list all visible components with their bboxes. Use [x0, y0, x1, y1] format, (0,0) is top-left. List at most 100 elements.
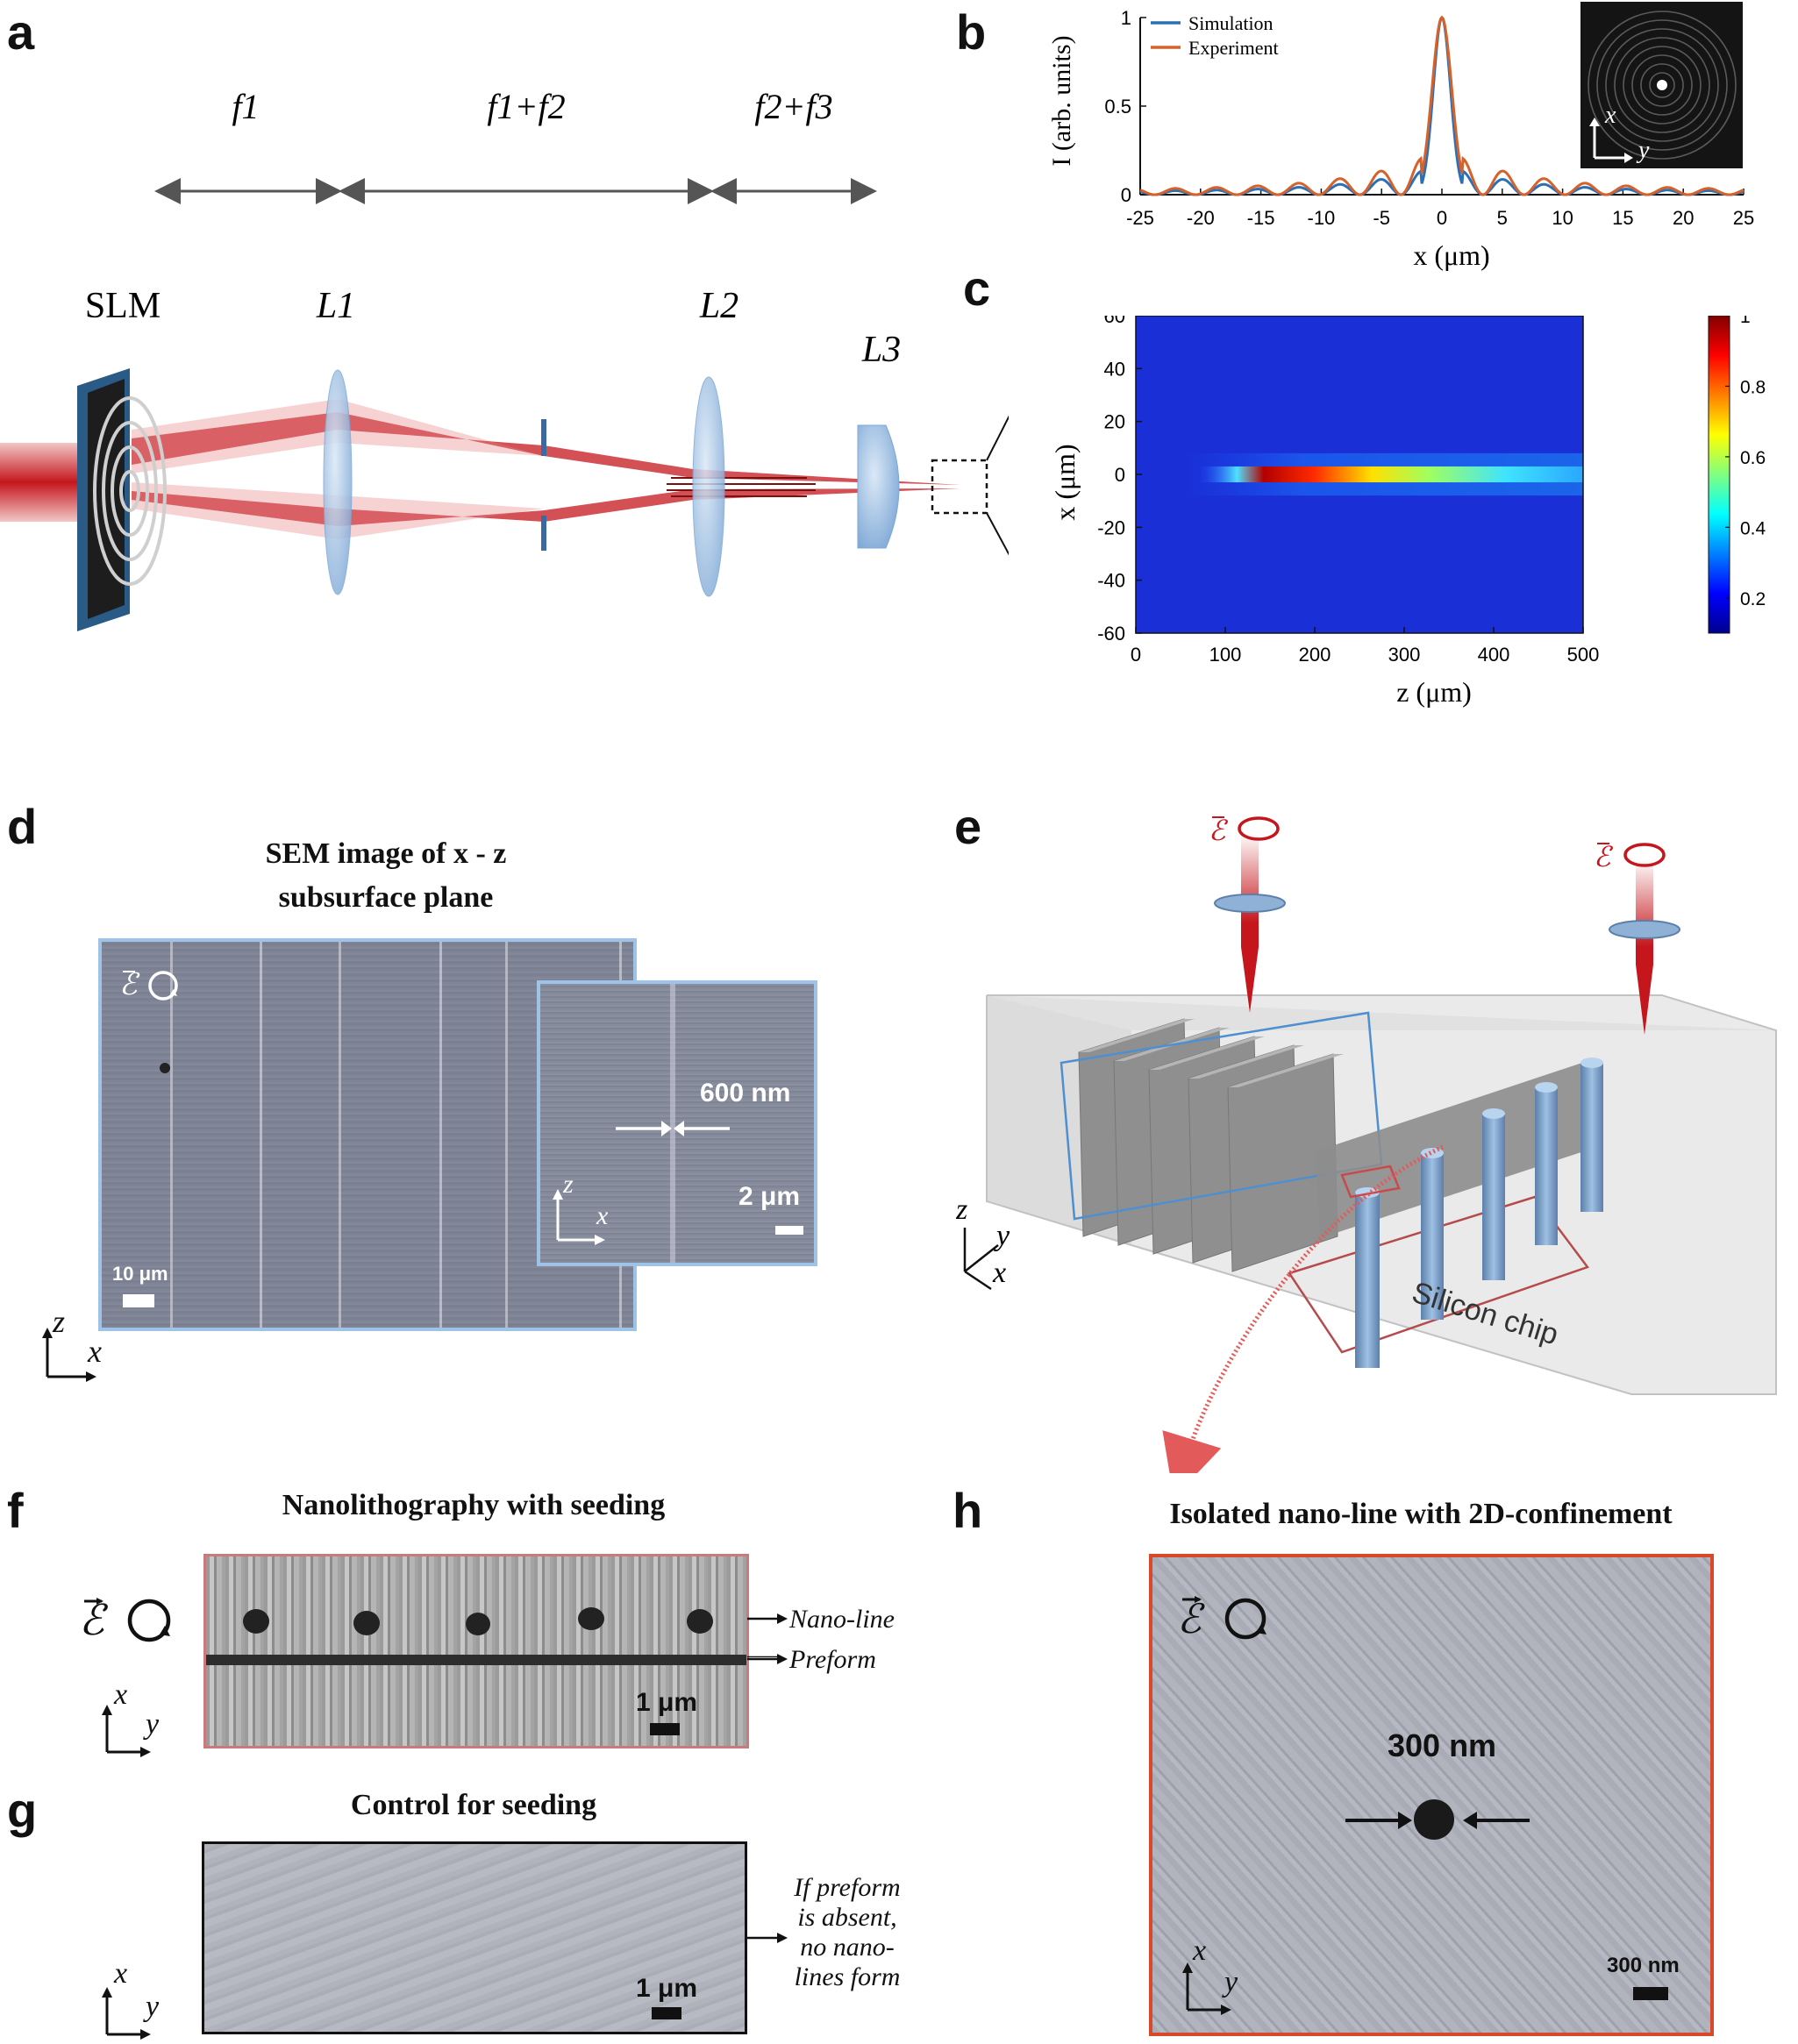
width-arrows: [616, 1121, 730, 1136]
svg-text:ℰ: ℰ: [1594, 841, 1614, 872]
svg-text:ℰ: ℰ: [1209, 815, 1229, 846]
sem-inset-xz: 600 nm z x 2 μm: [537, 980, 817, 1266]
panel-a-setup: f1 f1+f2 f2+f3 SLM L1 L2 L3: [0, 87, 1009, 631]
panel-g-axes: [102, 1987, 151, 2040]
panel-g-note-3: no nano-: [800, 1933, 895, 1962]
scale-text-1um-f: 1 μm: [636, 1688, 698, 1717]
nano-line-2: [339, 942, 341, 1328]
plot-b-xtick-label: 15: [1612, 207, 1633, 229]
plot-c-xtick-label: 200: [1299, 644, 1331, 666]
inset-nano-line: [670, 984, 675, 1263]
plot-b-series-experiment: [1139, 15, 1744, 196]
scale-text-10um: 10 μm: [112, 1263, 168, 1285]
panel-label-g: g: [7, 1783, 38, 1838]
polarization-icon: ℰ: [119, 969, 178, 1001]
plot-c-ytick-label: 20: [1104, 411, 1125, 433]
panel-label-d: d: [7, 799, 38, 854]
legend-simulation: Simulation: [1188, 12, 1274, 34]
panel-h-axes: [1182, 1962, 1231, 2015]
panel-d-axis-x: x: [88, 1334, 102, 1369]
panel-g-axis-y: y: [146, 1991, 160, 2023]
svg-text:ℰ: ℰ: [79, 1598, 109, 1644]
panel-d-axes: [42, 1328, 96, 1382]
inset-axis-y: y: [1636, 137, 1650, 164]
inset-axis-x: x: [596, 1201, 609, 1230]
inset-axis-z: z: [563, 1170, 574, 1199]
colorbar-tick-label: 0.6: [1740, 448, 1766, 468]
sem-image-seeding: 1 μm: [203, 1554, 749, 1748]
panel-e-axis-y: y: [994, 1220, 1010, 1252]
label-l2: L2: [699, 286, 738, 326]
plot-b-xtick-label: -5: [1373, 207, 1390, 229]
panel-g-note-2: is absent,: [797, 1903, 897, 1932]
scale-bar-300nm: [1633, 1987, 1668, 2000]
nano-walls: [1060, 1011, 1383, 1272]
panel-d-title-line1: SEM image of x - z: [265, 837, 507, 870]
plot-c-ytick-label: -20: [1097, 516, 1125, 538]
chip-edges: [986, 994, 1777, 1395]
distance-label-f2f3: f2+f3: [754, 87, 832, 126]
plot-b-ytick-label: 1: [1121, 7, 1131, 29]
colorbar-tick-label: 0.4: [1740, 518, 1766, 538]
colorbar-tick-label: 1: [1740, 316, 1751, 327]
panel-label-b: b: [956, 4, 987, 60]
panel-d-title-line2: subsurface plane: [278, 881, 494, 914]
colorbar: [1708, 316, 1730, 634]
panel-f-arrow2: [747, 1654, 788, 1664]
sem-image-control: 1 μm: [202, 1841, 747, 2034]
plot-c-xlabel: z (μm): [1396, 676, 1472, 708]
panel-g-note-1: If preform: [794, 1873, 901, 1902]
label-nano-line: Nano-line: [789, 1605, 895, 1634]
plot-c-ytick-label: 60: [1104, 316, 1125, 327]
polarization-icon-right: ℰ: [1594, 841, 1666, 872]
zoom-line-top: [986, 415, 1009, 461]
panel-f-axis-x: x: [114, 1678, 128, 1711]
label-preform: Preform: [789, 1645, 876, 1674]
plot-c-ytick-label: 0: [1115, 464, 1125, 486]
scale-bar-2um: [775, 1226, 803, 1235]
scale-text-2um: 2 μm: [738, 1182, 801, 1211]
plot-b-xtick-label: -15: [1247, 207, 1275, 229]
plot-c-ytick-label: -60: [1097, 623, 1125, 645]
plot-c-xtick-label: 0: [1131, 644, 1141, 666]
plot-c-ytick-label: 40: [1104, 358, 1125, 380]
label-l3: L3: [861, 330, 901, 370]
scale-bar-1um-f: [650, 1723, 680, 1735]
panel-g-title: Control for seeding: [350, 1789, 597, 1821]
svg-text:ℰ: ℰ: [1177, 1597, 1205, 1642]
panel-e-axes-icon: [963, 1228, 999, 1291]
panel-label-e: e: [954, 799, 982, 854]
plot-b-ytick-label: 0.5: [1104, 96, 1131, 118]
plot-b-xtick-label: 10: [1552, 207, 1573, 229]
preform-line: [206, 1655, 746, 1665]
panel-f-axis-y: y: [146, 1708, 160, 1741]
plot-b-xtick-label: -10: [1308, 207, 1336, 229]
plot-b-xtick-label: 25: [1733, 207, 1754, 229]
laser-beam-left: [1214, 833, 1286, 1013]
sem-image-isolated: ℰ 300 nm x y 300 nm: [1149, 1554, 1714, 2036]
svg-text:ℰ: ℰ: [119, 969, 140, 1001]
panel-f-axes: [102, 1705, 151, 1757]
panel-label-h: h: [953, 1483, 983, 1538]
label-l1: L1: [316, 286, 355, 326]
size-label-300nm: 300 nm: [1388, 1727, 1497, 1763]
scale-text-1um-g: 1 μm: [636, 1974, 698, 2003]
size-arrows: [1345, 1812, 1530, 1829]
panel-d-axis-z: z: [53, 1304, 66, 1339]
plot-c-ylabel: x (μm): [1049, 444, 1081, 520]
colorbar-tick-label: 0.2: [1740, 589, 1766, 609]
seed-hole-2: [353, 1611, 380, 1635]
colorbar-tick-label: 0.8: [1740, 377, 1766, 397]
panel-g-axis-x: x: [114, 1957, 128, 1990]
slm-device: [77, 368, 167, 631]
plot-c-xtick-label: 400: [1478, 644, 1510, 666]
inset-axis-x: x: [1604, 102, 1616, 129]
plot-c-xtick-label: 500: [1567, 644, 1600, 666]
scale-bar-1um-g: [652, 2007, 681, 2019]
panel-f-title: Nanolithography with seeding: [282, 1489, 666, 1521]
label-slm: SLM: [85, 286, 161, 326]
plot-b-ytick-label: 0: [1121, 184, 1131, 206]
plot-c-xtick-label: 100: [1209, 644, 1242, 666]
panel-f-arrows: [747, 1613, 788, 1657]
